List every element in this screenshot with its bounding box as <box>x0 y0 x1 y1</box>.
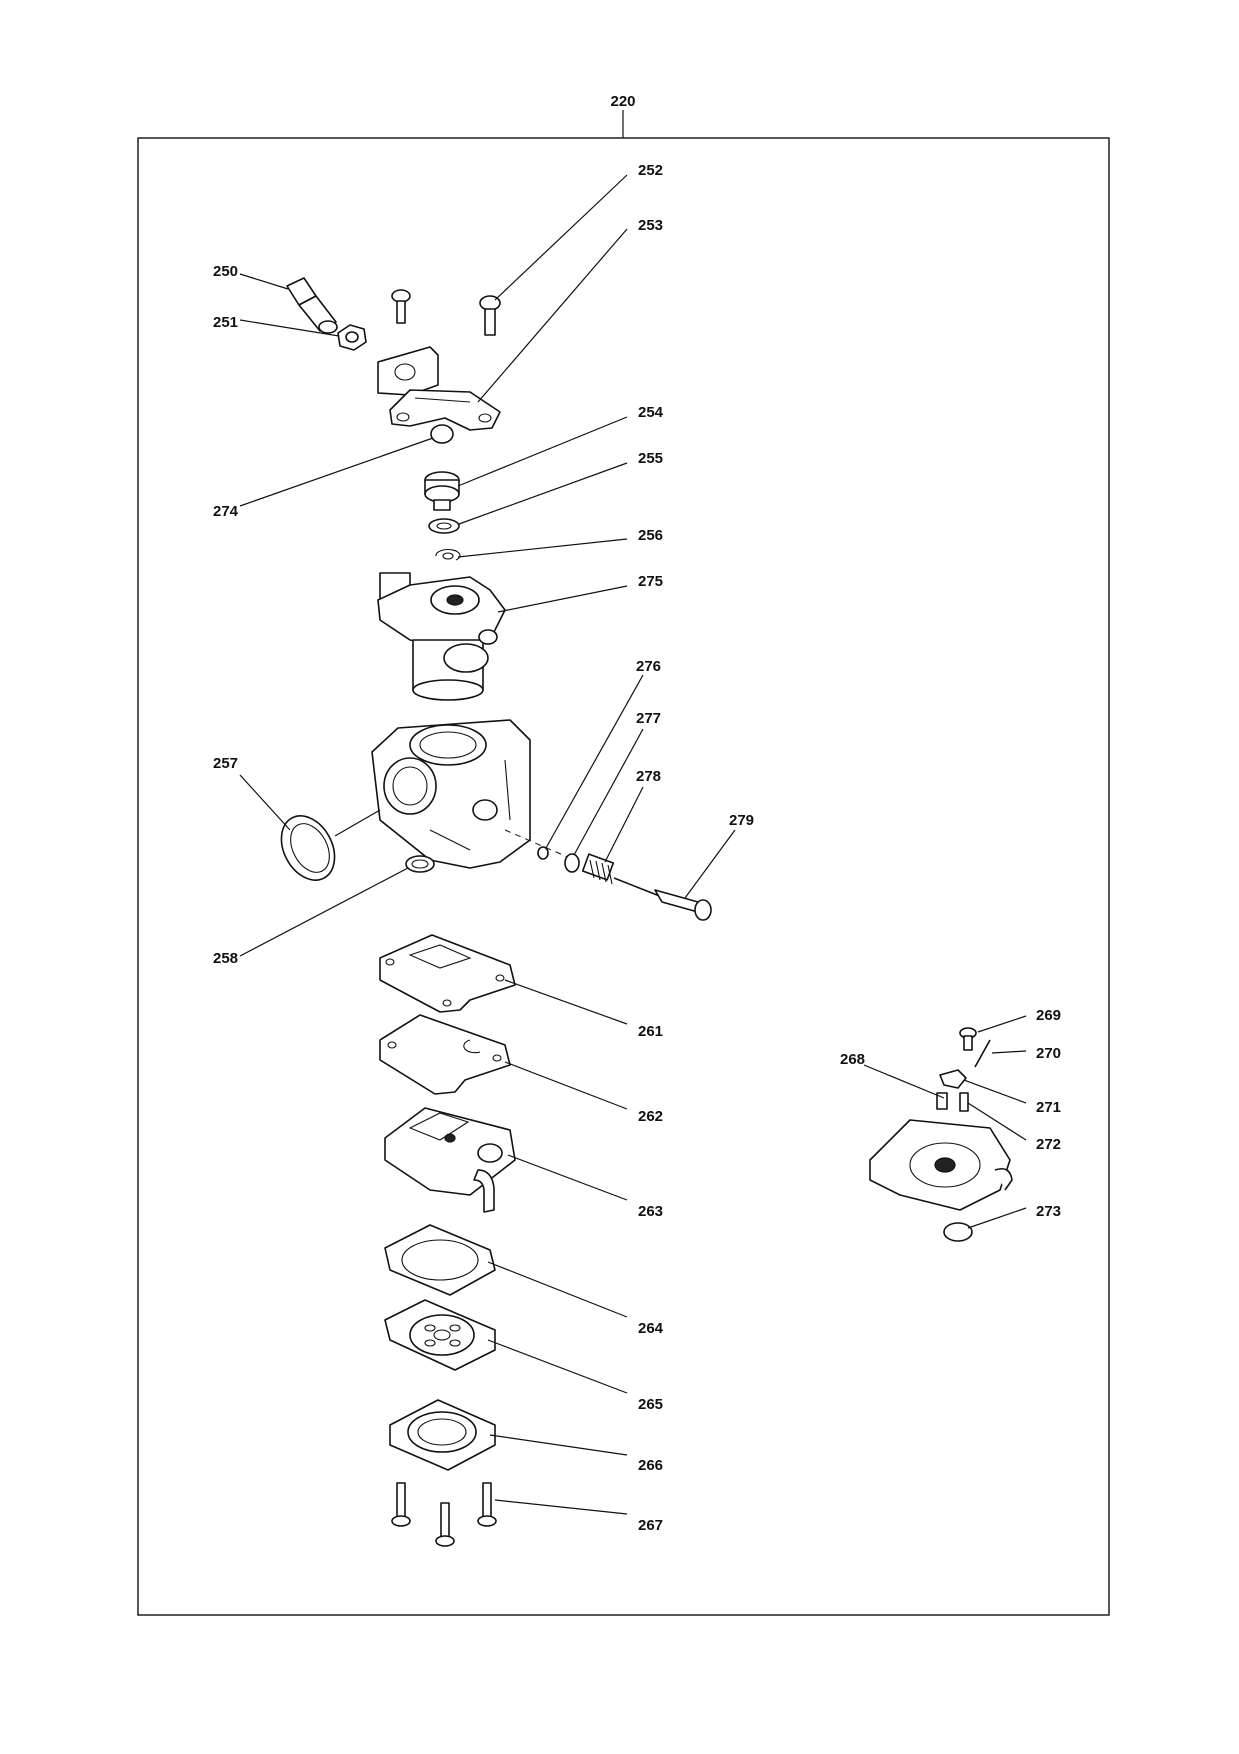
callout-268: 268 <box>840 1051 865 1068</box>
part-267-cover-screws <box>391 1482 497 1547</box>
part-268-spring <box>936 1092 948 1110</box>
callout-274: 274 <box>213 503 239 520</box>
part-251-hex-nut <box>337 324 367 351</box>
part-270-pin <box>974 1039 991 1068</box>
leader-273 <box>967 1207 1027 1229</box>
callout-273: 273 <box>1036 1203 1061 1220</box>
leader-253 <box>477 228 628 403</box>
callout-271: 271 <box>1036 1099 1061 1116</box>
part-253-throttle-bracket <box>377 346 501 431</box>
callout-labels: 250 251 252 253 254 255 256 257 258 261 … <box>213 162 1061 1534</box>
leader-254 <box>457 416 628 487</box>
callout-254: 254 <box>638 404 664 421</box>
callout-256: 256 <box>638 527 663 544</box>
leader-270 <box>991 1050 1027 1054</box>
leader-257b <box>334 809 381 837</box>
callout-263: 263 <box>638 1203 663 1220</box>
part-255-washer <box>428 518 460 534</box>
part-250-fuel-fitting <box>286 277 338 334</box>
part-257-seal-ring <box>280 815 336 881</box>
callout-277: 277 <box>636 710 661 727</box>
part-265-metering-diaphragm <box>384 1299 496 1371</box>
callout-278: 278 <box>636 768 661 785</box>
callout-276: 276 <box>636 658 661 675</box>
part-254-main-jet <box>424 471 460 511</box>
part-276-o-ring <box>537 846 549 860</box>
leader-274 <box>239 437 434 507</box>
leader-lines <box>239 174 1027 1515</box>
leader-276 <box>545 674 644 849</box>
part-carburetor-body <box>371 719 531 869</box>
callout-275: 275 <box>638 573 663 590</box>
leader-278 <box>604 786 644 863</box>
callout-261: 261 <box>638 1023 663 1040</box>
part-256-e-clip <box>435 548 461 561</box>
part-272-inlet-needle <box>959 1092 969 1112</box>
leader-251 <box>239 319 340 337</box>
part-266-metering-cover <box>389 1399 496 1471</box>
leader-256 <box>457 538 628 558</box>
leader-266 <box>489 1434 628 1456</box>
part-252-screw <box>479 295 501 336</box>
callout-272: 272 <box>1036 1136 1061 1153</box>
callout-257: 257 <box>213 755 238 772</box>
leader-263 <box>507 1154 628 1201</box>
part-263-pump-body <box>384 1107 516 1213</box>
part-273-plug <box>943 1222 973 1242</box>
callout-252: 252 <box>638 162 663 179</box>
leader-264 <box>487 1261 628 1318</box>
part-275-throttle-body <box>377 572 506 701</box>
leader-261 <box>504 979 628 1025</box>
leader-279 <box>684 829 736 899</box>
leader-265 <box>487 1339 628 1394</box>
part-pump-sub-body <box>869 1119 1013 1211</box>
callout-264: 264 <box>638 1320 664 1337</box>
leader-255 <box>458 462 628 525</box>
leader-252 <box>494 174 628 301</box>
part-277-washer <box>564 853 580 873</box>
callout-250: 250 <box>213 263 238 280</box>
callout-255: 255 <box>638 450 663 467</box>
callout-267: 267 <box>638 1517 663 1534</box>
part-271-inlet-lever <box>939 1069 967 1089</box>
leader-268 <box>863 1064 945 1099</box>
leader-257 <box>239 774 291 831</box>
leader-262 <box>504 1061 628 1110</box>
part-278-spring <box>581 853 615 885</box>
part-261-gasket <box>379 934 516 1013</box>
part-279-idle-needle <box>613 877 712 921</box>
callout-270: 270 <box>1036 1045 1061 1062</box>
needle-axis-dashed <box>504 829 571 859</box>
callout-258: 258 <box>213 950 238 967</box>
part-262-pump-diaphragm <box>379 1014 511 1095</box>
callout-251: 251 <box>213 314 238 331</box>
part-258-screen <box>405 855 435 873</box>
leader-258 <box>239 867 409 957</box>
leader-277 <box>573 728 644 856</box>
assembly-label: 220 <box>610 93 635 110</box>
callout-279: 279 <box>729 812 754 829</box>
leader-275 <box>497 585 628 613</box>
assembly-frame <box>137 137 1110 1616</box>
leader-267 <box>494 1499 628 1515</box>
callout-266: 266 <box>638 1457 663 1474</box>
leader-271 <box>963 1079 1027 1104</box>
callout-269: 269 <box>1036 1007 1061 1024</box>
part-274-cap <box>430 424 454 444</box>
part-269-screw <box>959 1027 977 1051</box>
leader-250 <box>239 273 289 290</box>
leader-272 <box>967 1102 1027 1141</box>
part-screw-upper-left <box>391 289 411 324</box>
callout-265: 265 <box>638 1396 663 1413</box>
leader-269 <box>977 1015 1027 1033</box>
callout-262: 262 <box>638 1108 663 1125</box>
callout-253: 253 <box>638 217 663 234</box>
part-264-metering-gasket <box>384 1224 496 1296</box>
